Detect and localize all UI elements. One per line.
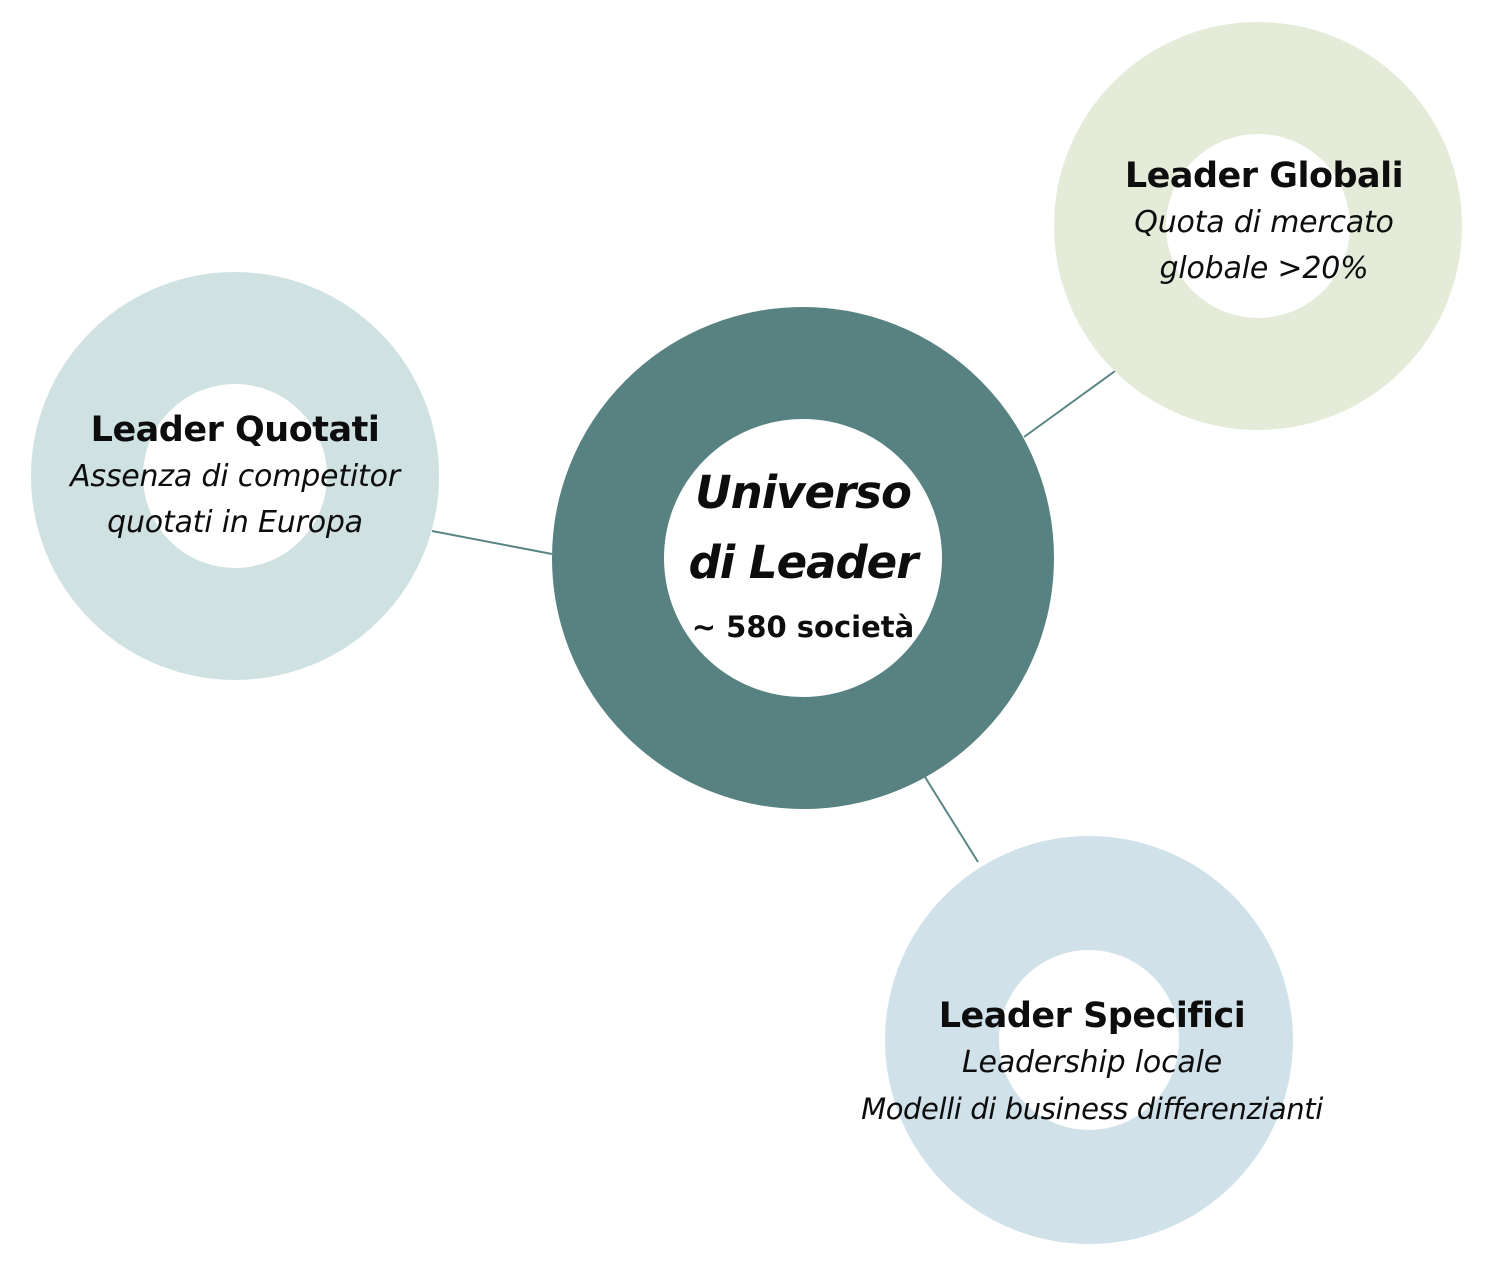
connector-globali [1023,365,1123,438]
ring-leader-quotati [31,272,439,680]
node-desc-line2: Modelli di business differenzianti [861,1092,1323,1126]
center-title-line1: Universo [695,466,912,519]
ring-leader-specifici [885,836,1293,1244]
node-desc-line2: globale >20% [1159,251,1369,286]
connector-quotati [431,530,553,555]
node-desc-line1: Quota di mercato [1134,205,1394,240]
node-desc-line1: Assenza di competitor [70,459,400,494]
node-leader-globali: Leader Globali Quota di mercato globale … [1044,152,1484,292]
connector-specifici [924,776,979,863]
node-title: Leader Globali [1124,156,1404,196]
node-title: Leader Quotati [90,410,380,450]
ring-leader-globali [1054,22,1462,430]
center-label: Universo di Leader ~ 580 società [603,458,1003,648]
node-leader-specifici: Leader Specifici Leadership locale Model… [802,992,1382,1132]
node-title: Leader Specifici [938,996,1246,1036]
center-title-line2: di Leader [688,536,919,589]
node-desc-line2: quotati in Europa [107,505,363,540]
node-desc-line1: Leadership locale [962,1045,1222,1080]
ring-universo [552,307,1054,809]
center-count: ~ 580 società [691,610,915,644]
node-leader-quotati: Leader Quotati Assenza di competitor quo… [15,406,455,546]
